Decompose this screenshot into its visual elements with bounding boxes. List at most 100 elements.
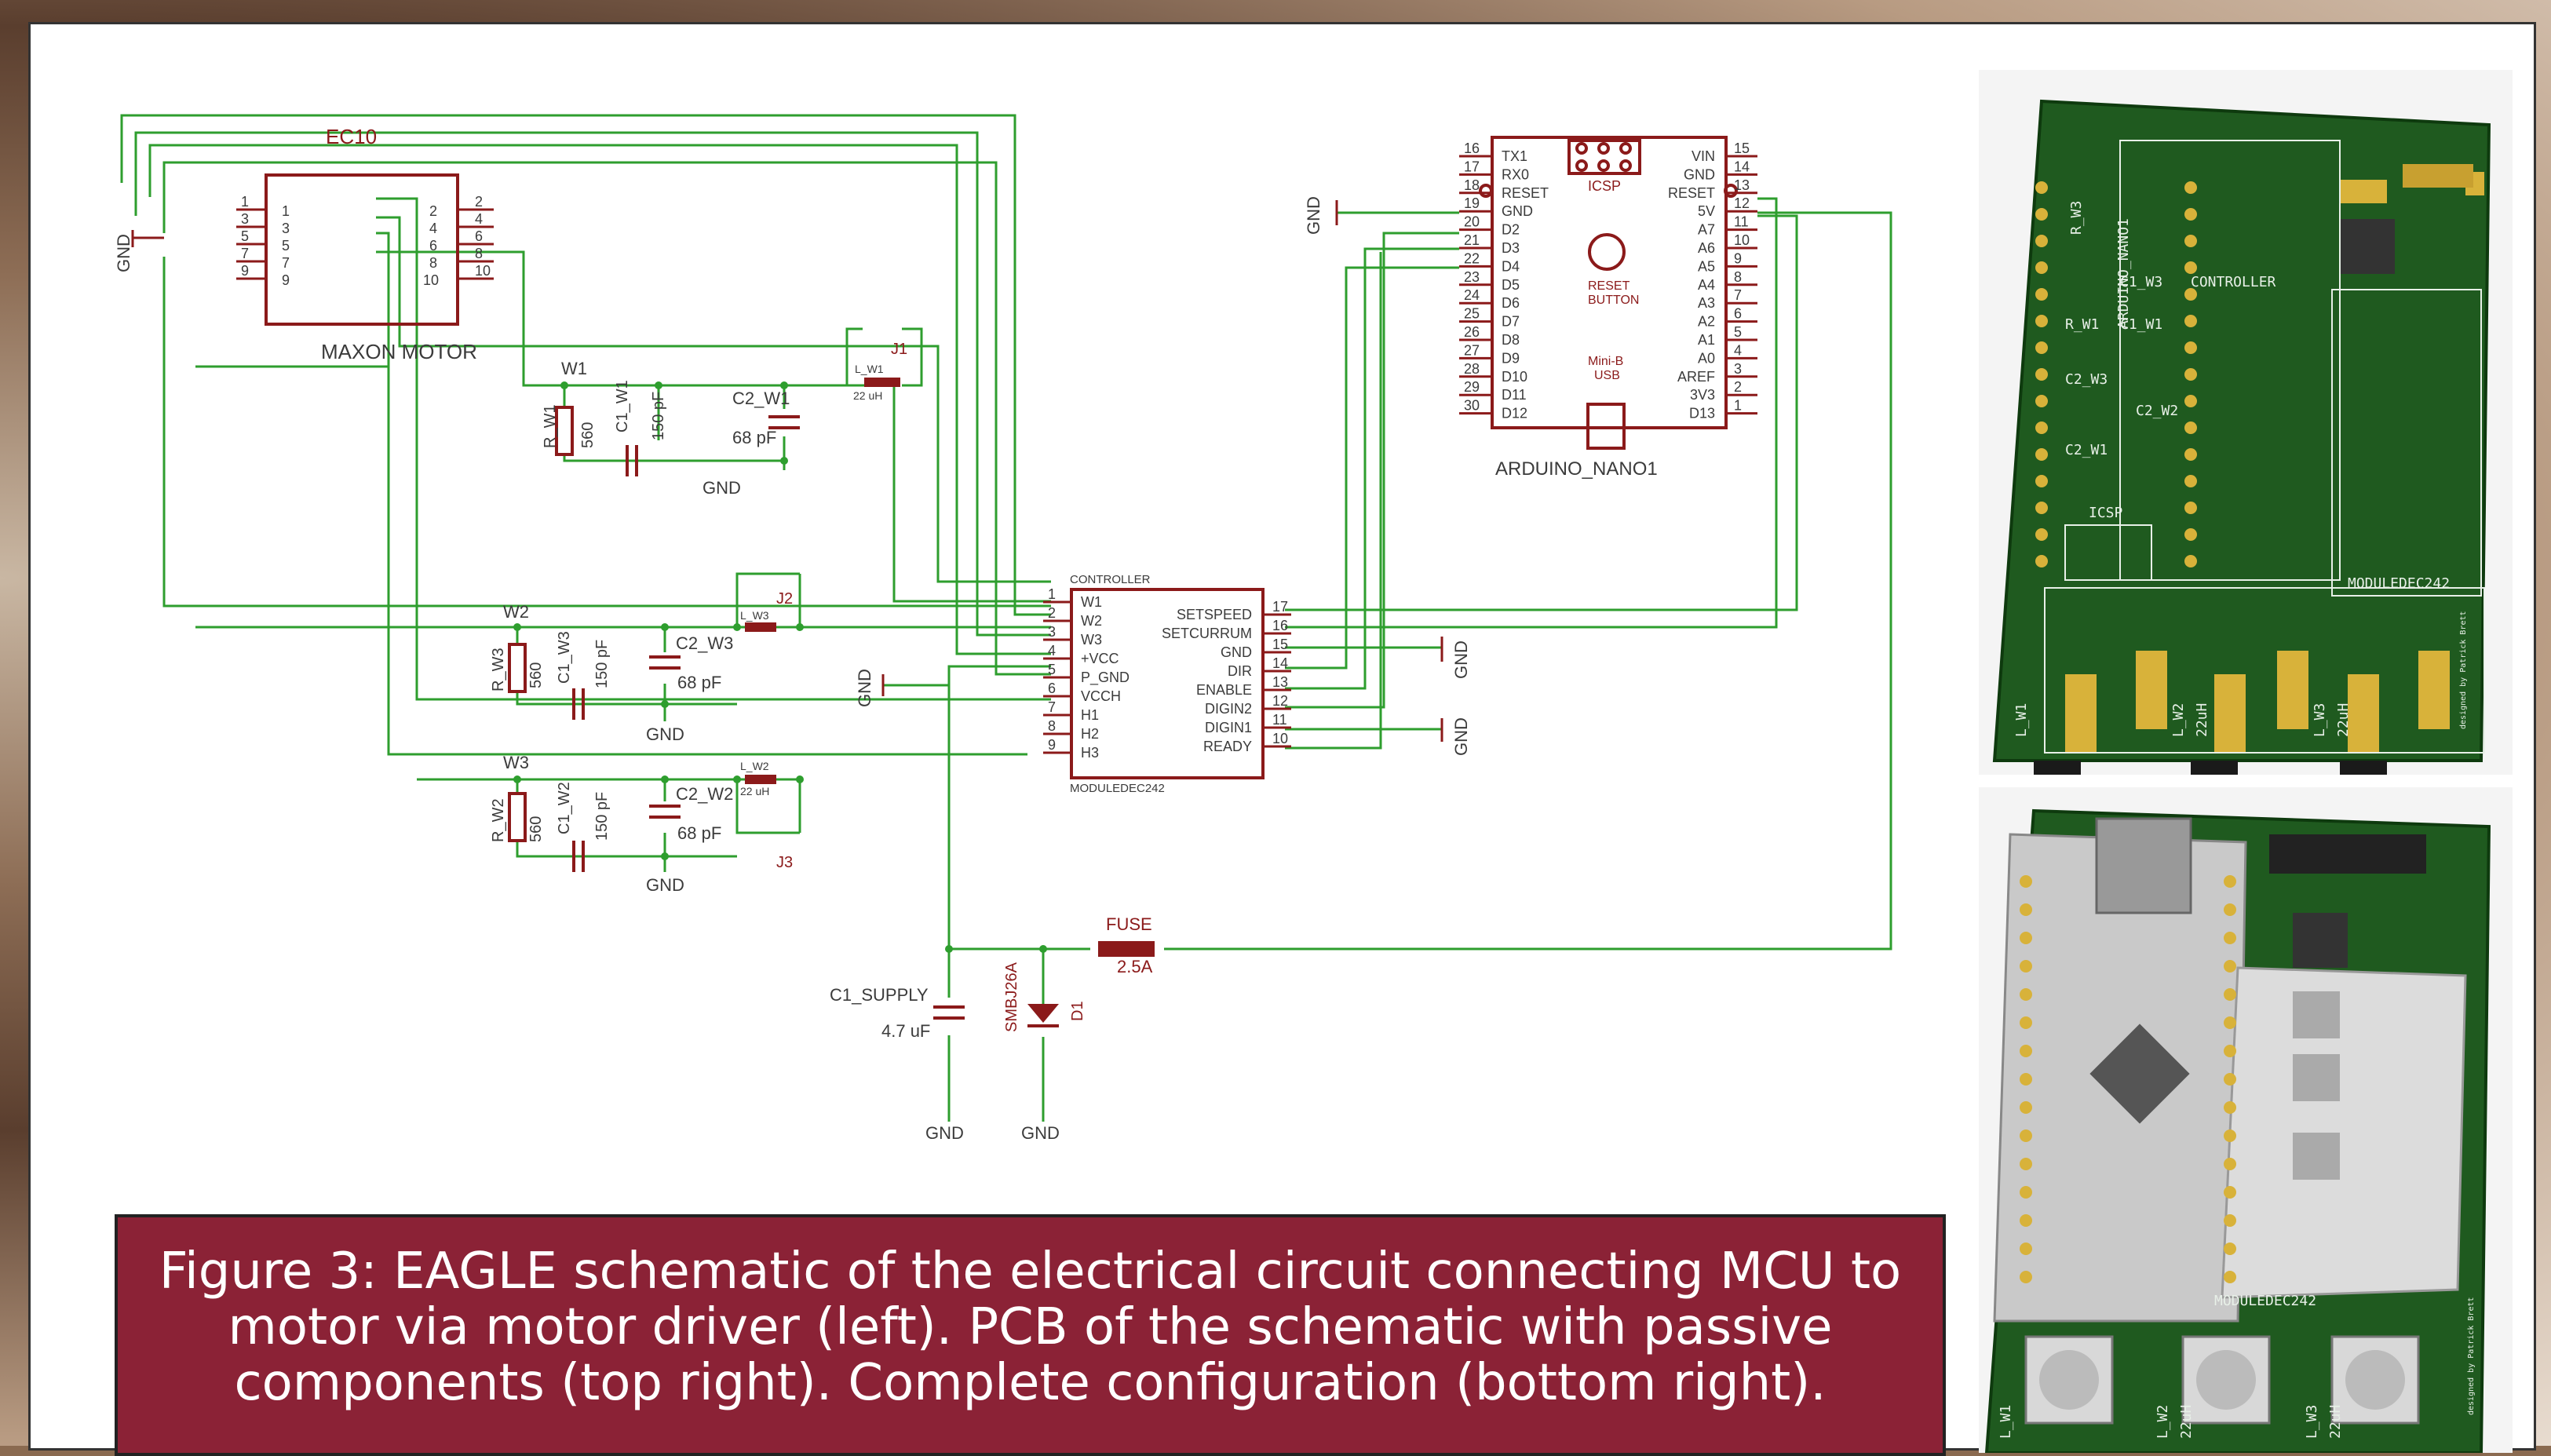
pcb-pad bbox=[2224, 1045, 2236, 1057]
motor-pin: 8 bbox=[429, 255, 437, 271]
pcb-pad bbox=[2184, 288, 2197, 301]
reset-button-label: BUTTON bbox=[1588, 294, 1639, 307]
pcb-pad bbox=[2035, 475, 2048, 487]
motor-label: MAXON MOTOR bbox=[321, 340, 477, 363]
arduino-pin-label: A6 bbox=[1698, 240, 1715, 256]
arduino-pin-number: 23 bbox=[1464, 269, 1480, 285]
net-label: W1 bbox=[561, 359, 587, 378]
motor-pin: 6 bbox=[429, 238, 437, 254]
motor-pin: 8 bbox=[475, 246, 483, 261]
pcb-silk: L_W2 bbox=[2155, 1405, 2171, 1439]
arduino-pin-number: 22 bbox=[1464, 250, 1480, 266]
arduino-nano: ARDUINO_NANO1 ICSP RESET BUTTON Mini-B U… bbox=[1304, 136, 1757, 480]
arduino-pin-number: 20 bbox=[1464, 214, 1480, 230]
controller-pin-label: P_GND bbox=[1081, 670, 1130, 686]
arduino-pin-label: D4 bbox=[1502, 258, 1520, 274]
controller-pin: 3 bbox=[1048, 624, 1056, 640]
pcb-pad bbox=[2224, 1186, 2236, 1199]
pcb-silk: 22uH bbox=[2194, 703, 2210, 737]
jumper-label: J2 bbox=[776, 590, 793, 608]
pcb-pad bbox=[2224, 932, 2236, 944]
controller-pin-label: GND bbox=[1221, 644, 1252, 660]
controller-pin: 9 bbox=[1048, 737, 1056, 753]
arduino-pin-number: 19 bbox=[1464, 195, 1480, 211]
arduino-pin-label: A1 bbox=[1698, 332, 1715, 348]
pcb-pad bbox=[2184, 208, 2197, 221]
resistor-label: R_W1 bbox=[542, 404, 559, 448]
pcb-pad bbox=[2224, 1073, 2236, 1086]
arduino-pin-number: 7 bbox=[1734, 287, 1742, 303]
arduino-pin-number: 9 bbox=[1734, 250, 1742, 266]
pcb-pad bbox=[2035, 502, 2048, 514]
motor-pin: 7 bbox=[282, 255, 290, 271]
motor-pin: 4 bbox=[429, 221, 437, 236]
cap-label: C1_W3 bbox=[556, 631, 573, 684]
arduino-pin-number: 8 bbox=[1734, 269, 1742, 285]
motor-pin: 9 bbox=[241, 263, 249, 279]
pcb-silk: designed by Patrick Brett bbox=[2459, 611, 2468, 729]
pcb-pad bbox=[2020, 903, 2032, 916]
pcb-pad bbox=[2184, 528, 2197, 541]
arduino-pin-number: 24 bbox=[1464, 287, 1480, 303]
motor-pin: 6 bbox=[475, 228, 483, 244]
cap-value: 150 pF bbox=[650, 392, 667, 440]
pcb-silk: L_W3 bbox=[2304, 1405, 2320, 1439]
controller-pin-label: W2 bbox=[1081, 613, 1102, 629]
controller-pin-label: W3 bbox=[1081, 632, 1102, 648]
usb-label: USB bbox=[1594, 369, 1620, 382]
arduino-pin-number: 3 bbox=[1734, 361, 1742, 377]
resistor-value: 560 bbox=[527, 816, 545, 842]
pcb-pad bbox=[2020, 960, 2032, 972]
pcb-pad bbox=[2020, 988, 2032, 1001]
caption-line: Figure 3: EAGLE schematic of the electri… bbox=[159, 1243, 1902, 1301]
controller-pin-label: H3 bbox=[1081, 745, 1099, 761]
icsp-label: ICSP bbox=[1588, 178, 1621, 194]
controller-ic: CONTROLLER MODULEDEC242 W1 W2 W3 +VCC P_… bbox=[855, 573, 1471, 795]
caption-line: components (top right). Complete configu… bbox=[234, 1354, 1827, 1412]
controller-pin-label: W1 bbox=[1081, 594, 1102, 610]
pcb-silk: L_W2 bbox=[2170, 703, 2187, 737]
controller-pin-label: ENABLE bbox=[1196, 682, 1252, 698]
cap-value: 150 pF bbox=[593, 792, 611, 841]
resistor-value: 560 bbox=[527, 662, 545, 688]
arduino-pin-number: 12 bbox=[1734, 195, 1750, 211]
arduino-pin-label: D3 bbox=[1502, 240, 1520, 256]
pcb-pad bbox=[2224, 1129, 2236, 1142]
w2-network: W3 R_W2 560 C1_W2 150 pF C2_W2 68 pF GND… bbox=[490, 753, 804, 895]
pcb-pad bbox=[2224, 1214, 2236, 1227]
pcb-pad bbox=[2224, 1243, 2236, 1255]
motor-pin: 7 bbox=[241, 246, 249, 261]
pcb-silk: C1_W3 bbox=[2120, 274, 2162, 290]
arduino-pin-number: 25 bbox=[1464, 306, 1480, 322]
controller-pin-label: H1 bbox=[1081, 707, 1099, 723]
motor-pin: 2 bbox=[429, 203, 437, 219]
arduino-name: ARDUINO_NANO1 bbox=[1495, 458, 1658, 480]
arduino-pin-number: 15 bbox=[1734, 140, 1750, 156]
arduino-pin-label: A5 bbox=[1698, 258, 1715, 274]
controller-pin: 10 bbox=[1272, 731, 1288, 746]
pcb-silk: R_W3 bbox=[2068, 201, 2085, 235]
pcb-pad bbox=[2035, 315, 2048, 327]
motor-pin: 10 bbox=[475, 263, 491, 279]
arduino-pin-label: VIN bbox=[1692, 148, 1715, 164]
controller-pin-label: READY bbox=[1203, 739, 1252, 754]
pcb-silk: C2_W2 bbox=[2136, 403, 2178, 419]
arduino-pin-label: TX1 bbox=[1502, 148, 1527, 164]
figure-caption: Figure 3: EAGLE schematic of the electri… bbox=[115, 1214, 1946, 1456]
controller-pin-label: +VCC bbox=[1081, 651, 1119, 666]
gnd-label: GND bbox=[1451, 717, 1471, 756]
motor-pin: 1 bbox=[241, 194, 249, 210]
pcb-silk: L_W1 bbox=[2013, 703, 2030, 737]
fuse-label: FUSE bbox=[1106, 914, 1152, 934]
motor-pin: 10 bbox=[423, 272, 439, 288]
controller-pin-label: DIGIN1 bbox=[1205, 720, 1252, 735]
gnd-label: GND bbox=[1451, 640, 1471, 679]
gnd-label: GND bbox=[646, 724, 684, 744]
motor-pin: 2 bbox=[475, 194, 483, 210]
pcb-pad bbox=[2224, 1271, 2236, 1283]
pcb-pad bbox=[2224, 875, 2236, 888]
pcb-pad bbox=[2184, 448, 2197, 461]
pcb-full-render: MODULEDEC242 L_W1 L_W2 L_W3 22uH 22uH de… bbox=[1979, 787, 2513, 1453]
controller-name: MODULEDEC242 bbox=[1070, 782, 1165, 795]
arduino-pin-number: 13 bbox=[1734, 177, 1750, 193]
